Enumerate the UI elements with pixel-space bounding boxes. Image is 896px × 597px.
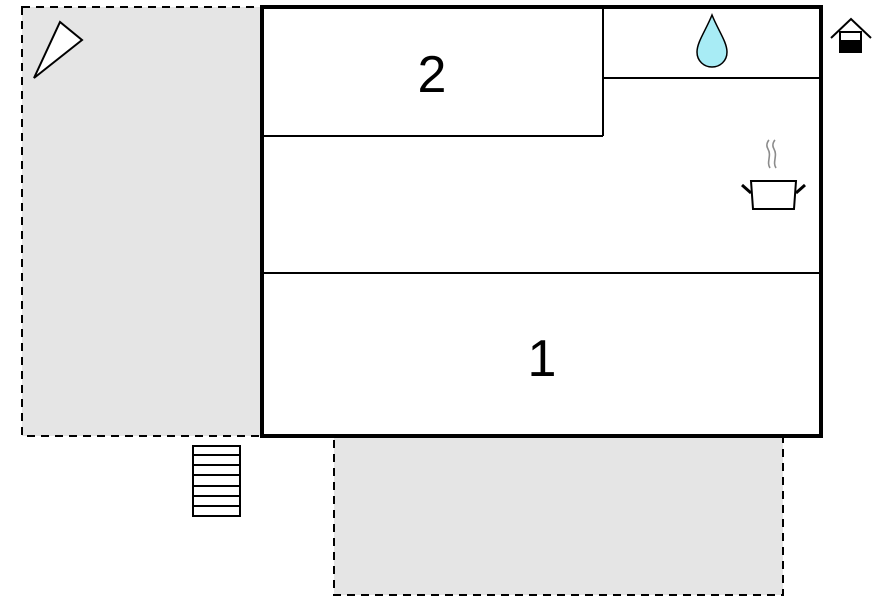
terrace-bottom [333,435,784,596]
house-entrance-icon [830,17,872,53]
room-1-label: 1 [528,330,557,388]
room-2-label: 2 [418,46,447,104]
terrace-left [21,6,263,437]
compass-north-arrow-icon [33,20,84,79]
cooking-pot-icon [741,139,806,210]
stairs-icon [192,445,241,517]
water-drop-icon [696,12,728,68]
room-2-walls [262,7,604,137]
